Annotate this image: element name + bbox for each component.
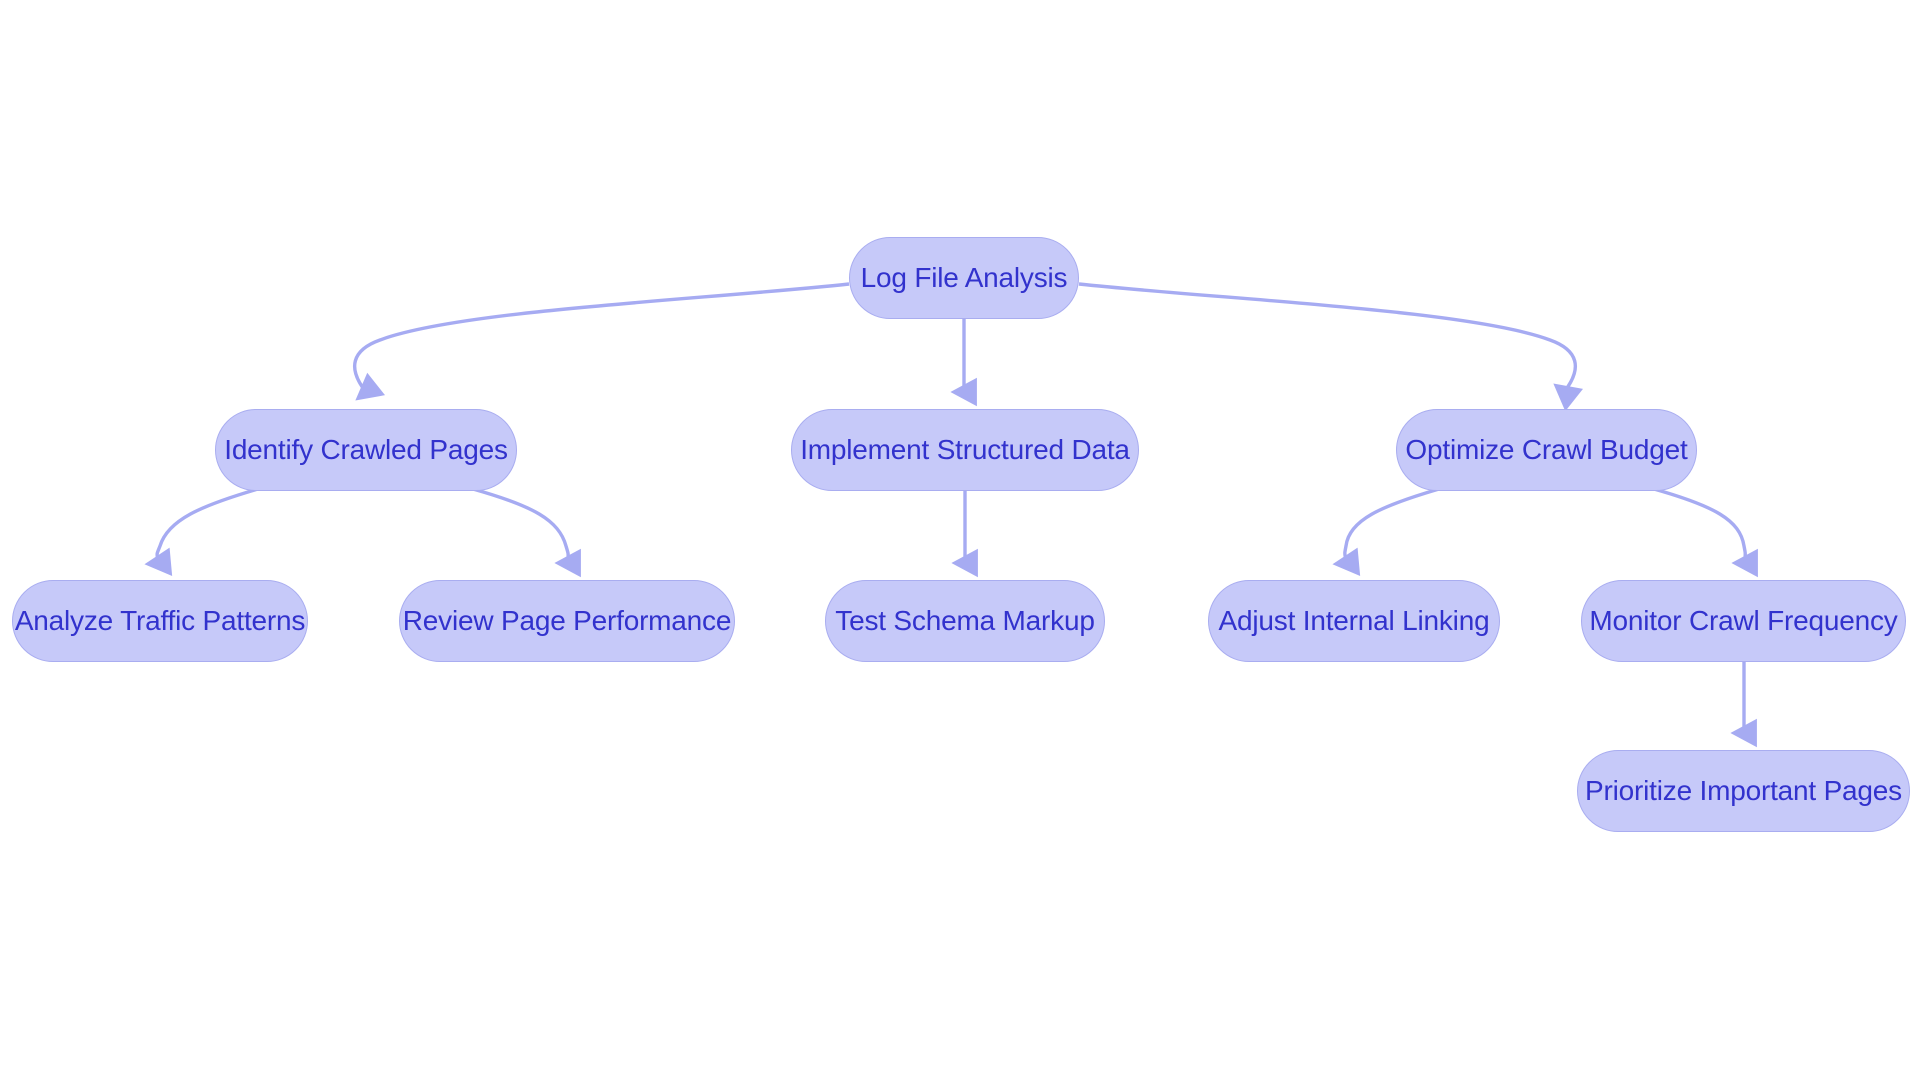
node-label: Identify Crawled Pages — [224, 434, 508, 465]
node-label: Adjust Internal Linking — [1218, 605, 1490, 636]
node-label: Review Page Performance — [402, 605, 732, 636]
node-label: Analyze Traffic Patterns — [14, 605, 306, 636]
node-identify-crawled-pages[interactable]: Identify Crawled Pages — [215, 409, 517, 491]
node-label: Optimize Crawl Budget — [1405, 434, 1688, 465]
edge-optimize-to-adjust — [1332, 487, 1440, 577]
node-label: Prioritize Important Pages — [1585, 775, 1902, 806]
node-test-schema-markup[interactable]: Test Schema Markup — [825, 580, 1105, 662]
node-review-page-performance[interactable]: Review Page Performance — [399, 580, 735, 662]
node-implement-structured-data[interactable]: Implement Structured Data — [791, 409, 1139, 491]
node-monitor-crawl-frequency[interactable]: Monitor Crawl Frequency — [1581, 580, 1906, 662]
node-label: Log File Analysis — [860, 262, 1068, 293]
node-adjust-internal-linking[interactable]: Adjust Internal Linking — [1208, 580, 1500, 662]
node-label: Implement Structured Data — [800, 434, 1130, 465]
edge-identify-to-review — [472, 487, 581, 578]
node-label: Monitor Crawl Frequency — [1589, 605, 1898, 636]
edge-optimize-to-monitor — [1653, 487, 1758, 578]
node-analyze-traffic-patterns[interactable]: Analyze Traffic Patterns — [12, 580, 308, 662]
edge-root-to-optimize — [1078, 282, 1583, 412]
node-optimize-crawl-budget[interactable]: Optimize Crawl Budget — [1396, 409, 1697, 491]
node-log-file-analysis[interactable]: Log File Analysis — [849, 237, 1079, 319]
edge-root-to-identify — [353, 282, 850, 401]
edge-identify-to-analyze — [144, 487, 259, 577]
node-label: Test Schema Markup — [835, 605, 1095, 636]
node-prioritize-important-pages[interactable]: Prioritize Important Pages — [1577, 750, 1910, 832]
